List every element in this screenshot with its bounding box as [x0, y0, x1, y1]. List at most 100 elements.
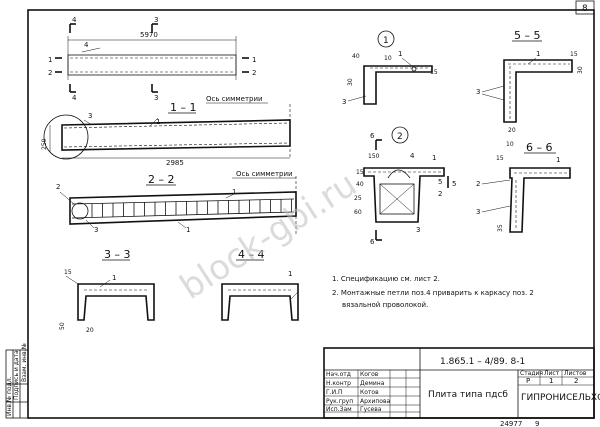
note-2-cont: вязальной проволокой.: [342, 301, 428, 309]
section-2-2: 2 – 2 Ось симметрии 1 2 3 1: [56, 170, 297, 234]
signature-name: Котов: [360, 389, 379, 396]
s44-pos: 1: [288, 270, 292, 278]
section-1-1: 1 – 1 Ось симметрии 250 1 3 2985: [41, 95, 291, 167]
s66-d1: 10: [506, 141, 514, 148]
s44-label: 4 – 4: [238, 248, 265, 261]
s33-dim-c: 20: [86, 327, 94, 334]
sheet-title: Плита типа пдсб: [428, 390, 508, 400]
sheet-number: 8: [582, 4, 588, 14]
s11-label: 1 – 1: [170, 101, 197, 114]
s11-pos1: 1: [156, 118, 160, 126]
plan-mark-1-right: 1: [252, 56, 256, 64]
plan-mark-2-right: 2: [252, 69, 256, 77]
s66-d3: 35: [497, 224, 504, 232]
sheet-frame: [27, 9, 595, 419]
stamp-replace-label: Взам. инв.№: [21, 343, 28, 382]
plan-dim: 5970: [140, 31, 158, 39]
node1-d4: 15: [430, 69, 438, 76]
s22-pos1: 1: [232, 188, 236, 196]
node1-pos1: 1: [398, 50, 402, 58]
section-3-3: 3 – 3 1 15 50 20: [59, 248, 155, 334]
doc-code: 1.865.1 – 4/89. 8-1: [440, 357, 525, 367]
s22-mark: 1: [186, 226, 190, 234]
s66-label: 6 – 6: [526, 141, 553, 154]
plan-view: 5970 4 4 3 4 3 1 2 1 2: [48, 16, 256, 102]
node2-side-mark: 5: [452, 180, 456, 188]
inventory-tail: 9: [535, 420, 539, 427]
s55-pos3: 3: [476, 88, 480, 96]
plan-mark-4-top: 4: [72, 16, 77, 24]
inventory-number: 24977: [500, 420, 522, 427]
node2-d5: 60: [354, 209, 362, 216]
s22-stirrups: [91, 199, 292, 218]
signature-role: Исп.Зам: [326, 406, 352, 413]
stage-header: Стадия: [520, 370, 543, 377]
plan-mark-3-top: 3: [154, 16, 158, 24]
plan-mark-2-left: 2: [48, 69, 52, 77]
s55-d3: 20: [508, 127, 516, 134]
sheet-value: 1: [549, 377, 553, 385]
node2-pos3: 3: [416, 226, 420, 234]
stage-value: Р: [526, 377, 530, 385]
signature-name: Демина: [360, 380, 385, 387]
node1-pos3: 3: [342, 98, 346, 106]
node-1: 1 40 10 15 30 1 3: [342, 30, 438, 106]
s55-label: 5 – 5: [514, 29, 541, 42]
node1-d3: 30: [347, 78, 354, 86]
signature-role: Рук.груп: [326, 398, 353, 405]
s66-pos1: 1: [556, 156, 560, 164]
plan-pos: 4: [84, 41, 89, 49]
s33-pos: 1: [112, 274, 116, 282]
plan-mark-1-left: 1: [48, 56, 52, 64]
note-1: 1. Спецификацию см. лист 2.: [332, 275, 440, 283]
s11-dim-h: 250: [41, 138, 48, 150]
s55-pos1: 1: [536, 50, 540, 58]
watermark: block-gbi.ru: [173, 164, 364, 307]
signature-name: Когов: [360, 371, 379, 378]
sheet-number-box: [575, 0, 595, 15]
node2-pos5: 5: [438, 178, 442, 186]
node2-pos1: 1: [432, 154, 436, 162]
node1-d1: 40: [352, 53, 360, 60]
s55-d2: 30: [577, 66, 584, 74]
s66-pos3: 3: [476, 208, 480, 216]
s66-pos2: 2: [476, 180, 480, 188]
s22-pos2: 2: [56, 183, 60, 191]
node-2: 2 6 6 150 15 40 25 60 4 1 5 2 3 5: [354, 126, 456, 246]
signature-role: Г.И.П: [326, 389, 342, 396]
note-2: 2. Монтажные петли поз.4 приварить к кар…: [332, 289, 534, 297]
section-5-5: 5 – 5 15 30 20 1 3: [476, 29, 584, 134]
s33-dim-b: 50: [59, 322, 66, 330]
section-6-6: 6 – 6 10 15 35 1 2 3: [476, 141, 571, 233]
signature-name: Гусева: [360, 406, 382, 413]
node2-d2: 15: [356, 169, 364, 176]
stamp-sign-label: Подпись и дата: [13, 350, 20, 400]
left-stamp: Инв.№ подл. Подпись и дата Взам. инв.№: [5, 343, 29, 419]
node2-pos2: 2: [438, 190, 442, 198]
sheets-value: 2: [574, 377, 578, 385]
section-4-4: 4 – 4 1: [221, 248, 299, 321]
signature-role: Н.контр: [326, 380, 351, 387]
s11-dim-len: 2985: [166, 159, 184, 167]
node2-mark-top: 6: [370, 132, 375, 140]
s33-label: 3 – 3: [104, 248, 131, 261]
s11-pos3: 3: [88, 112, 92, 120]
node2-label: 2: [397, 132, 403, 142]
plan-mark-4-bot: 4: [72, 94, 77, 102]
s33-dim-a: 15: [64, 269, 72, 276]
s55-d1: 15: [570, 51, 578, 58]
signature-role: Нач.отд: [326, 371, 351, 378]
node2-d3: 40: [356, 181, 364, 188]
s22-pos3: 3: [94, 226, 98, 234]
node1-label: 1: [383, 36, 389, 46]
stamp-inv-label: Инв.№ подл.: [6, 376, 13, 416]
sheets-header: Листов: [564, 370, 587, 377]
node2-mark-bot: 6: [370, 238, 375, 246]
s22-axis-label: Ось симметрии: [236, 170, 293, 178]
sheet-header: Лист: [544, 370, 560, 377]
node2-d4: 25: [354, 195, 362, 202]
node1-d2: 10: [384, 55, 392, 62]
